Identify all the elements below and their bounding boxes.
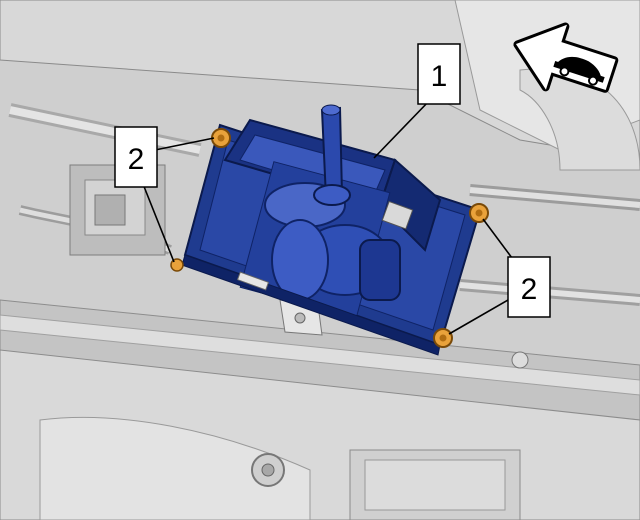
callout-2-right-label: 2 [521, 273, 538, 306]
leader-line-2-lower [142, 183, 175, 263]
callout-2-right: 2 [507, 256, 551, 318]
fastener-upper-left [211, 128, 231, 148]
leader-line-1 [373, 99, 431, 159]
fastener-upper-right [469, 203, 489, 223]
callout-2-left: 2 [114, 126, 158, 188]
front-of-vehicle-arrow-icon [513, 22, 619, 93]
leader-lines [142, 99, 516, 335]
fastener-lower-right [433, 328, 453, 348]
callout-1: 1 [417, 43, 461, 105]
callout-2-left-label: 2 [128, 143, 145, 176]
leader-line-2-right-lower [448, 295, 516, 335]
leader-line-2-right-upper [482, 218, 516, 263]
shifter-assembly [181, 104, 482, 356]
callout-1-label: 1 [431, 60, 448, 93]
leader-line-2-upper [154, 137, 215, 151]
